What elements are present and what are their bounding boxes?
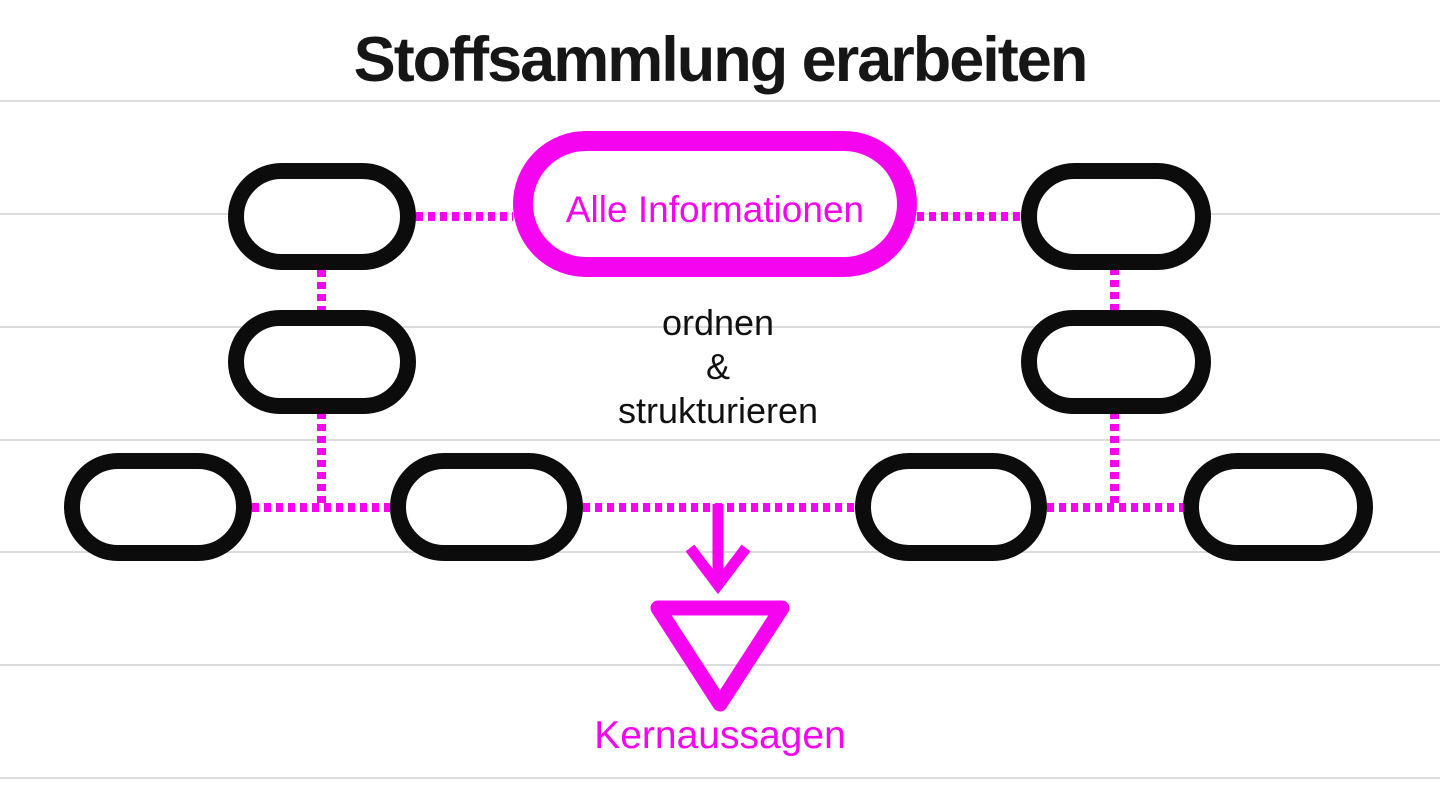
note-line-1: ordnen <box>661 302 775 343</box>
empty-node-row3-far-right <box>1183 453 1373 561</box>
note-text: ordnen & strukturieren <box>0 301 1436 433</box>
ruled-line <box>0 326 1440 328</box>
ruled-line <box>0 664 1440 666</box>
ruled-line <box>0 777 1440 779</box>
empty-node-row3-far-left <box>64 453 252 561</box>
ruled-line <box>0 439 1440 441</box>
connector-right-col-upper <box>1110 268 1119 312</box>
connector-row3-center <box>583 503 855 512</box>
connector-left-col-upper <box>317 270 326 312</box>
empty-node-row2-left <box>228 310 416 414</box>
page-title: Stoffsammlung erarbeiten <box>353 25 1089 95</box>
connector-left-col-lower <box>317 412 326 507</box>
connector-right-col-lower <box>1110 412 1119 507</box>
empty-node-row1-left <box>228 163 416 270</box>
ruled-line <box>0 100 1440 102</box>
funnel-label: Kernaussagen <box>594 714 846 757</box>
empty-node-row3-mid-right <box>855 453 1047 561</box>
central-node: Alle Informationen <box>513 131 917 277</box>
note-line-3: strukturieren <box>617 390 819 431</box>
connector-row3-right <box>1047 503 1183 512</box>
down-arrow-icon <box>685 504 751 595</box>
note-line-2: & <box>705 346 730 387</box>
funnel-icon <box>650 600 790 712</box>
connector-row3-left <box>252 503 390 512</box>
central-node-label: Alle Informationen <box>565 189 865 230</box>
empty-node-row1-right <box>1021 163 1211 270</box>
connector-row1-left <box>416 212 513 221</box>
empty-node-row3-mid-left <box>390 453 583 561</box>
connector-row1-right <box>917 212 1021 221</box>
